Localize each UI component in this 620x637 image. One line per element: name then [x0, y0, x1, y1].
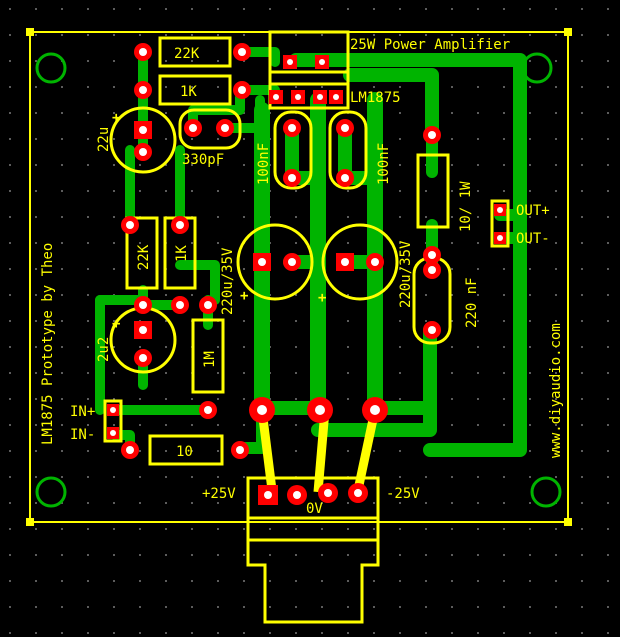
c8-label: 220 nF: [464, 277, 480, 328]
credit-text: LM1875 Prototype by Theo: [40, 243, 56, 445]
ic-label: LM1875: [350, 90, 401, 106]
out-minus-label: OUT-: [516, 231, 550, 247]
r6-label: 10: [176, 444, 193, 460]
in-minus-label: IN-: [70, 427, 95, 443]
r1-label: 22K: [174, 46, 200, 62]
cap-plus-mark: +: [240, 288, 248, 304]
cap-plus-mark: +: [112, 110, 120, 126]
c2-label: 330pF: [182, 152, 224, 168]
r7-label: 10/ 1W: [458, 181, 474, 232]
vneg-label: -25V: [386, 486, 420, 502]
r2-label: 1K: [180, 84, 197, 100]
gnd-label: 0V: [306, 501, 323, 517]
pads: [107, 43, 506, 505]
r5-label: 1M: [202, 351, 218, 368]
r3-label: 22K: [136, 244, 152, 270]
vpos-label: +25V: [202, 486, 236, 502]
c7-label: 2u2: [96, 337, 112, 362]
r4-label: 1K: [174, 245, 190, 262]
out-plus-label: OUT+: [516, 203, 550, 219]
labels: 25W Power Amplifier LM1875 22K 1K 330pF …: [40, 37, 564, 517]
cap-plus-mark: +: [112, 316, 120, 332]
c4-label: 100nF: [376, 143, 392, 185]
jumper-wires: [257, 409, 380, 493]
website-text: www.diyaudio.com: [548, 323, 564, 458]
mounting-holes: [35, 52, 562, 508]
cap-plus-mark: +: [318, 290, 326, 306]
in-plus-label: IN+: [70, 404, 95, 420]
c5-label: 220u/35V: [220, 247, 236, 315]
c3-label: 100nF: [256, 143, 272, 185]
c6-label: 220u/35V: [398, 240, 414, 308]
board-title: 25W Power Amplifier: [350, 37, 510, 53]
c1-label: 22u: [96, 127, 112, 152]
